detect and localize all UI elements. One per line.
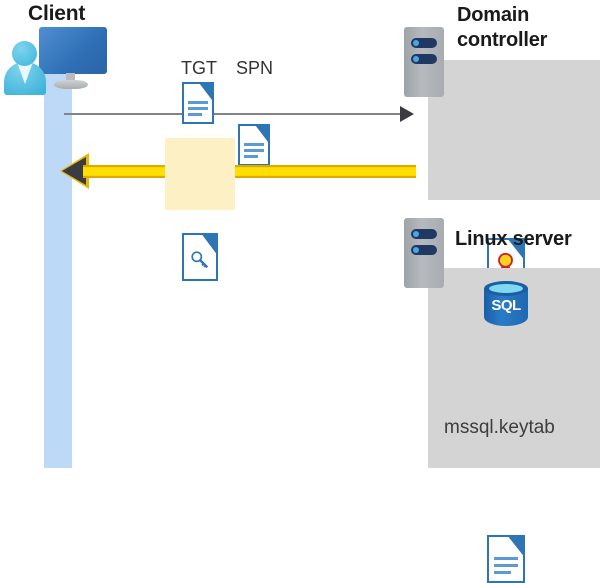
monitor-base-icon — [54, 80, 88, 89]
keytab-filename-label: mssql.keytab — [444, 417, 555, 438]
client-lifeline — [44, 72, 72, 468]
sql-database-icon: SQL — [482, 280, 530, 332]
service-ticket-key-document-icon — [182, 233, 218, 281]
request-arrow-head-icon — [400, 106, 414, 122]
domain-controller-server-icon — [404, 27, 444, 97]
monitor-icon — [39, 27, 107, 74]
client-title: Client — [28, 2, 86, 25]
key-icon — [191, 251, 209, 269]
spn-document-icon — [238, 124, 270, 166]
response-arrow-line-left — [83, 165, 173, 178]
domain-controller-title: Domain controller — [457, 4, 548, 51]
linux-server-server-icon — [404, 218, 444, 288]
request-arrow-line — [64, 113, 404, 115]
response-arrow-head-icon — [62, 157, 86, 185]
tgt-label: TGT — [181, 58, 217, 78]
person-head-icon — [12, 41, 37, 66]
monitor-stand-icon — [66, 73, 75, 83]
service-ticket-highlight — [165, 138, 235, 210]
sql-database-label: SQL — [491, 297, 521, 314]
linux-server-title: Linux server — [455, 228, 572, 250]
response-arrow-line-right — [227, 165, 416, 178]
keytab-document-icon — [487, 535, 525, 583]
tgt-document-icon — [182, 82, 214, 124]
domain-controller-panel — [428, 60, 600, 200]
spn-label: SPN — [236, 58, 274, 78]
